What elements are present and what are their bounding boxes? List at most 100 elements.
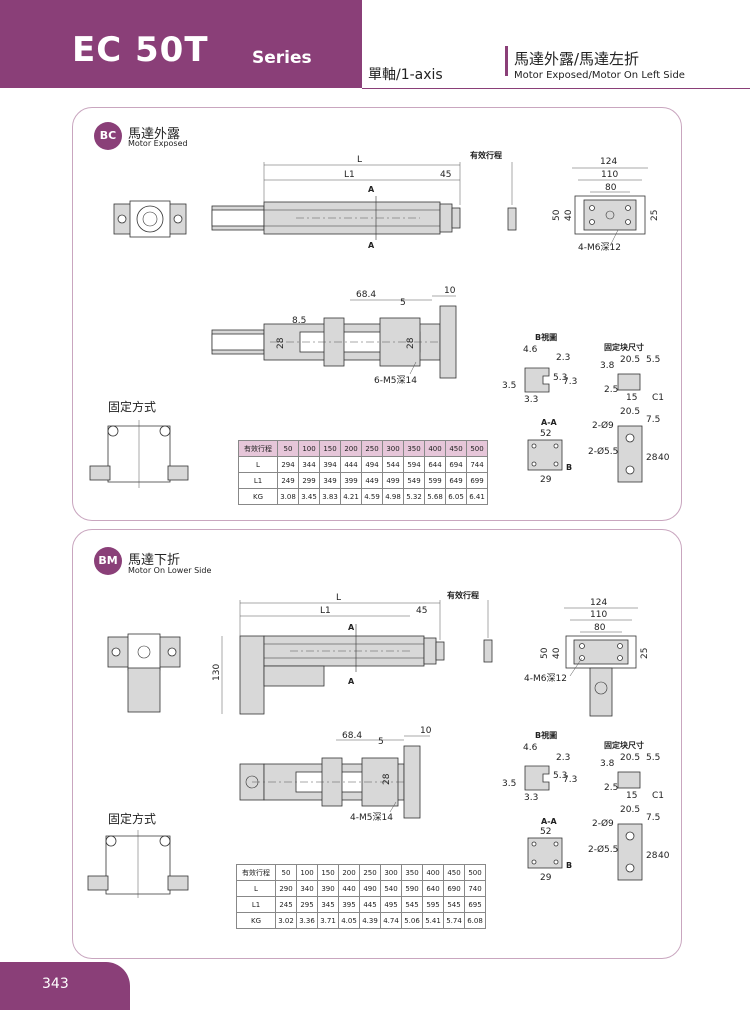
table-cell: 400 (424, 440, 446, 457)
f-3-8: 3.8 (600, 361, 615, 371)
table-cell: 4.05 (338, 912, 360, 929)
table-cell: 200 (340, 440, 362, 457)
section-bc-panel (72, 107, 682, 521)
dim-L: L (357, 155, 362, 165)
dim-5: 5 (400, 298, 406, 308)
table-cell: 540 (380, 880, 402, 897)
table-cell: 3.36 (296, 912, 318, 929)
f-7-5: 7.5 (646, 415, 660, 425)
dim-m6: 4-M6深12 (524, 673, 567, 684)
dim-5: 5 (378, 737, 384, 747)
dim-110: 110 (590, 610, 607, 620)
table-cell: 3.45 (298, 488, 320, 505)
dim-8-5: 8.5 (292, 316, 306, 326)
table-cell: 740 (464, 880, 486, 897)
table-cell: 50 (275, 864, 297, 881)
f-15: 15 (626, 393, 637, 403)
axis-label: 單軸/1-axis (368, 67, 443, 83)
dim-L1: L1 (320, 606, 331, 616)
table-cell: 295 (296, 896, 318, 913)
table-row: L1 249 299 349 399 449 499 549 599 649 6… (238, 472, 488, 489)
b-5-3: 5.3 (553, 771, 567, 781)
section-title-en: Motor Exposed (128, 139, 188, 148)
dim-124: 124 (590, 598, 607, 608)
table-cell: 100 (298, 440, 320, 457)
section-a-top: A (348, 623, 355, 632)
table-cell: 有效行程 (236, 864, 276, 881)
f-15: 15 (626, 791, 637, 801)
dim-28-right: 28 (406, 337, 416, 349)
table-cell: 6.05 (445, 488, 467, 505)
table-cell: 5.41 (422, 912, 444, 929)
f-c1: C1 (652, 791, 664, 801)
table-cell: 490 (359, 880, 381, 897)
view-aa-label: A-A (541, 817, 558, 826)
section-title-en: Motor On Lower Side (128, 566, 212, 575)
table-cell: KG (238, 488, 278, 505)
b-4-6: 4.6 (523, 743, 538, 753)
table-header-row: 有效行程 50 100 150 200 250 300 350 400 450 … (236, 864, 486, 881)
table-cell: 640 (422, 880, 444, 897)
table-cell: 5.74 (443, 912, 465, 929)
header-accent-bar (505, 46, 508, 76)
fix-method-label: 固定方式 (108, 400, 157, 414)
table-cell: 有效行程 (238, 440, 278, 457)
table-cell: 450 (443, 864, 465, 881)
fix-dims-label: 固定块尺寸 (604, 342, 644, 352)
f-20-5: 20.5 (620, 753, 640, 763)
section-a-bottom: A (348, 677, 355, 686)
view-aa-label: A-A (541, 418, 558, 427)
b-7-3: 7.3 (563, 377, 577, 387)
b-4-6: 4.6 (523, 345, 538, 355)
section-title-cn: 馬達下折 (128, 553, 181, 568)
table-cell: 500 (464, 864, 486, 881)
section-a-bottom: A (368, 241, 375, 250)
header-banner: EC 50T Series (0, 0, 362, 88)
table-cell: 695 (464, 896, 486, 913)
table-cell: 245 (275, 896, 297, 913)
table-cell: 545 (443, 896, 465, 913)
dim-10: 10 (444, 286, 456, 296)
dim-124: 124 (600, 157, 617, 167)
table-cell: 3.02 (275, 912, 297, 929)
b-3-5: 3.5 (502, 779, 516, 789)
table-row: L 294 344 394 444 494 544 594 644 694 74… (238, 456, 488, 473)
aa-52: 52 (540, 827, 551, 837)
b-3-5: 3.5 (502, 381, 516, 391)
dim-130: 130 (212, 664, 222, 681)
table-row: KG 3.02 3.36 3.71 4.05 4.39 4.74 5.06 5.… (236, 912, 486, 929)
table-cell: 4.74 (380, 912, 402, 929)
table-cell: 350 (401, 864, 423, 881)
spec-table-bm: 有效行程 50 100 150 200 250 300 350 400 450 … (236, 864, 486, 929)
f-28: 28 (646, 851, 658, 861)
table-cell: 400 (422, 864, 444, 881)
header-right-cn: 馬達外露/馬達左折 (514, 50, 640, 68)
page-number: 343 (42, 976, 69, 992)
aa-52: 52 (540, 429, 551, 439)
f-40: 40 (658, 851, 670, 861)
aa-B: B (566, 463, 572, 472)
table-cell: 590 (401, 880, 423, 897)
aa-29: 29 (540, 873, 552, 883)
view-b-label: B視圖 (535, 332, 557, 342)
b-3-3: 3.3 (524, 395, 538, 405)
section-badge: BC (94, 122, 122, 150)
table-cell: 690 (443, 880, 465, 897)
f-c1: C1 (652, 393, 664, 403)
table-cell: 150 (317, 864, 339, 881)
dim-50: 50 (552, 209, 562, 221)
dim-40: 40 (552, 647, 562, 659)
aa-B: B (566, 861, 572, 870)
table-cell: 3.71 (317, 912, 339, 929)
table-cell: 545 (401, 896, 423, 913)
dim-80: 80 (594, 623, 606, 633)
table-cell: 395 (338, 896, 360, 913)
b-7-3: 7.3 (563, 775, 577, 785)
